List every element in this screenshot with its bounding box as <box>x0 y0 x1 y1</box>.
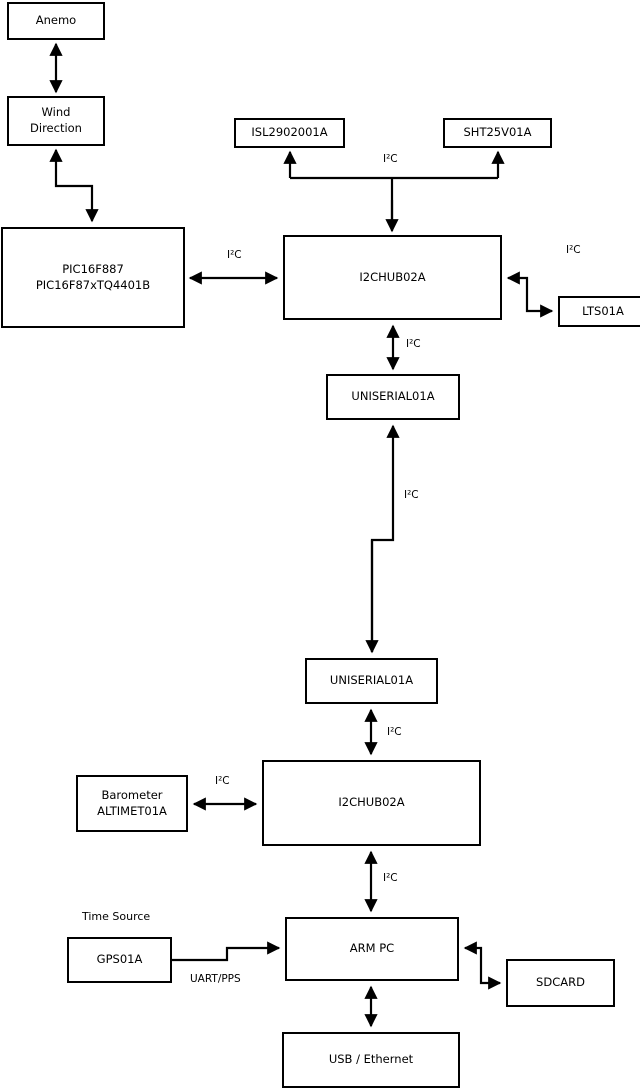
edge-label-i2c-uniserial-lower-hub: I²C <box>387 726 402 738</box>
node-uniserial01a-lower-label: UNISERIAL01A <box>329 673 414 688</box>
node-usb-ethernet-label: USB / Ethernet <box>328 1052 414 1067</box>
edge-label-i2c-barometer-hub: I²C <box>215 775 230 787</box>
edge-label-i2c-pic-hub: I²C <box>227 249 242 261</box>
node-isl2902001a[interactable]: ISL2902001A <box>234 118 345 148</box>
node-lts01a[interactable]: LTS01A <box>558 296 640 327</box>
node-uniserial01a-lower[interactable]: UNISERIAL01A <box>305 658 438 704</box>
edge-uniserial-link <box>370 424 400 652</box>
edge-hubtop-lts <box>506 271 554 318</box>
node-isl2902001a-label: ISL2902001A <box>251 125 328 140</box>
node-usb-ethernet[interactable]: USB / Ethernet <box>282 1032 460 1088</box>
node-pic-microcontroller-label: PIC16F887 PIC16F87xTQ4401B <box>35 261 151 292</box>
edge-gps-armpc <box>172 941 281 962</box>
node-sdcard[interactable]: SDCARD <box>506 959 615 1007</box>
node-wind-direction-label: Wind Direction <box>30 105 82 135</box>
edge-label-i2c-uniserial-link: I²C <box>404 489 419 501</box>
node-sht25v01a-label: SHT25V01A <box>463 125 532 140</box>
edge-label-uart-pps: UART/PPS <box>190 973 241 985</box>
node-barometer-altimet01a-label: Barometer ALTIMET01A <box>97 787 167 818</box>
node-i2chub02a-top[interactable]: I2CHUB02A <box>283 235 502 320</box>
node-i2chub02a-bottom[interactable]: I2CHUB02A <box>262 760 481 846</box>
node-lts01a-label: LTS01A <box>582 303 624 318</box>
node-barometer-altimet01a[interactable]: Barometer ALTIMET01A <box>76 775 188 832</box>
edge-label-i2c-hub-lts: I²C <box>566 244 581 256</box>
edge-label-i2c-hub-armpc: I²C <box>383 872 398 884</box>
edge-label-i2c-hub-sensors: I²C <box>383 153 398 165</box>
edge-winddirection-pic <box>49 148 99 223</box>
edge-armpc-sdcard <box>463 941 502 990</box>
node-uniserial01a-upper-label: UNISERIAL01A <box>351 389 435 404</box>
node-wind-direction[interactable]: Wind Direction <box>7 96 105 146</box>
node-i2chub02a-top-label: I2CHUB02A <box>359 269 426 284</box>
node-arm-pc-label: ARM PC <box>349 941 395 956</box>
node-i2chub02a-bottom-label: I2CHUB02A <box>338 795 405 810</box>
label-time-source: Time Source <box>82 910 151 923</box>
node-uniserial01a-upper[interactable]: UNISERIAL01A <box>326 374 460 420</box>
node-gps01a-label: GPS01A <box>96 952 143 967</box>
node-pic-microcontroller[interactable]: PIC16F887 PIC16F87xTQ4401B <box>1 227 185 328</box>
node-sht25v01a[interactable]: SHT25V01A <box>443 118 552 148</box>
node-anemo-label: Anemo <box>35 13 77 28</box>
node-sdcard-label: SDCARD <box>536 975 585 990</box>
node-gps01a[interactable]: GPS01A <box>67 937 172 983</box>
edge-label-i2c-hub-uniserial-upper: I²C <box>406 338 421 350</box>
node-anemo[interactable]: Anemo <box>7 2 105 40</box>
node-arm-pc[interactable]: ARM PC <box>285 917 459 981</box>
